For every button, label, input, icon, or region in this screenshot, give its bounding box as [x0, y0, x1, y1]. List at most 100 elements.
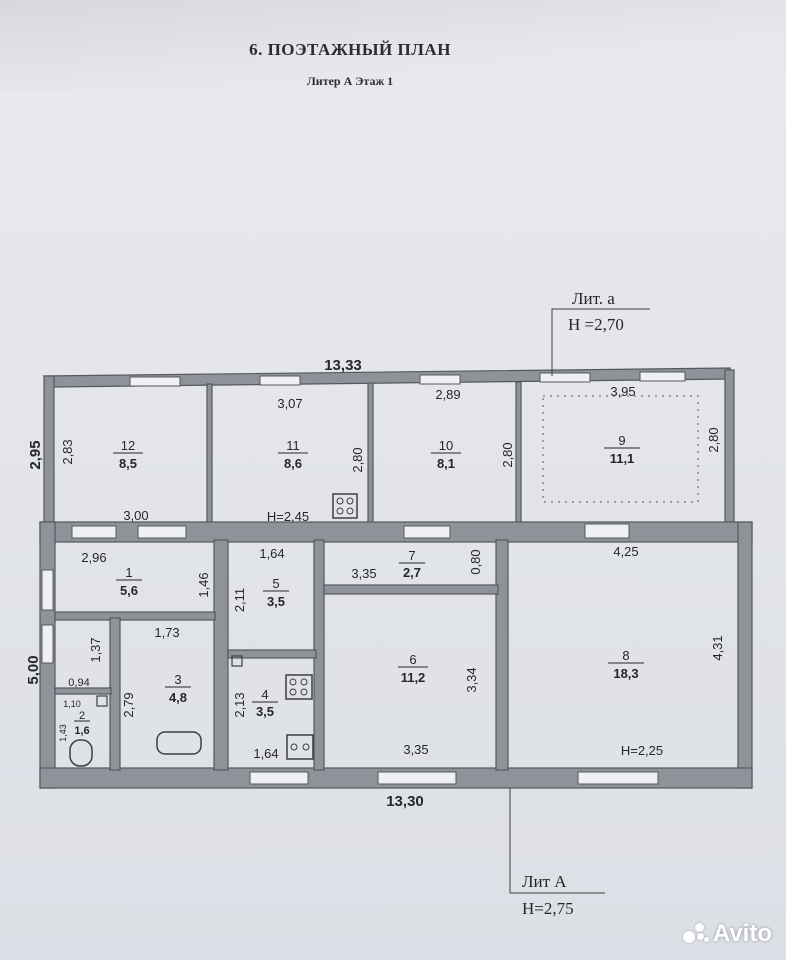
room-area: 2,7	[403, 565, 421, 580]
dimension-label: 3,35	[403, 742, 428, 757]
wall-1-5	[213, 539, 229, 771]
section-title: 6. ПОЭТАЖНЫЙ ПЛАН	[249, 40, 451, 59]
watermark: Avito	[682, 920, 772, 948]
dimension-labels: 13,33 13,30 2,95 5,00 2,83 3,07 2,80 2,8…	[25, 357, 725, 810]
sink-icon	[286, 734, 314, 760]
dimension-label: 1,64	[253, 746, 278, 761]
room-area: 3,5	[267, 594, 285, 609]
main-name: Лит А	[522, 872, 567, 891]
dimension-label: 2,80	[500, 442, 515, 467]
dimension-label: 2,11	[232, 588, 247, 612]
room-number: 12	[121, 438, 135, 453]
wall-1-2	[54, 687, 112, 695]
window-main-5	[249, 771, 309, 785]
room-area: 8,1	[437, 456, 455, 471]
annex-walls	[42, 367, 735, 527]
annex-right-wall	[724, 369, 735, 523]
dashed-area-room-9	[542, 395, 699, 503]
wall-7-8	[495, 539, 509, 771]
room-area: 4,8	[169, 690, 187, 705]
ceiling-height-label: Н=2,25	[621, 743, 663, 758]
page-top-edge	[0, 0, 786, 92]
dimension-label: 2,79	[121, 692, 136, 717]
window-annex-2	[259, 375, 301, 386]
dimension-label: 4,31	[710, 635, 725, 660]
dimension-label: 1,73	[154, 625, 179, 640]
dimension-label: 3,34	[464, 667, 479, 692]
window-main-4	[584, 523, 630, 539]
room-number: 8	[622, 648, 629, 663]
small-fixture-icon	[231, 655, 243, 667]
wall-1-3	[54, 611, 216, 621]
room-number: 6	[409, 652, 416, 667]
room-area: 8,6	[284, 456, 302, 471]
dimension-label: 1,37	[88, 637, 103, 662]
dimension-label: 2,83	[60, 439, 75, 464]
window-annex-3	[419, 374, 461, 385]
room-number: 1	[125, 565, 132, 580]
dimension-label: 0,94	[68, 677, 89, 689]
window-annex-4	[539, 372, 591, 383]
room-number: 9	[618, 433, 625, 448]
stove-icon	[332, 493, 358, 519]
room-area: 3,5	[256, 704, 274, 719]
wall-7-6	[323, 584, 499, 595]
room-area: 1,6	[74, 725, 89, 737]
dimension-label: 3,00	[123, 508, 148, 523]
wall-10-9	[515, 381, 522, 525]
room-area: 11,2	[401, 670, 426, 685]
room-number: 2	[79, 710, 85, 722]
wall-5-4	[227, 649, 317, 659]
main-callout: Лит А Н=2,75	[509, 788, 605, 918]
bathtub-icon	[156, 731, 202, 755]
room-number: 4	[261, 687, 268, 702]
toilet-icon	[69, 739, 93, 767]
window-main-7	[577, 771, 659, 785]
dimension-label: 4,25	[613, 544, 638, 559]
annex-height: Н =2,70	[568, 315, 624, 334]
annex-name: Лит. а	[572, 289, 615, 308]
main-height: Н=2,75	[522, 899, 574, 918]
window-main-3	[403, 525, 451, 539]
dimension-label: 1,64	[259, 546, 284, 561]
annex-left-wall	[43, 375, 55, 527]
window-annex-1	[129, 376, 181, 387]
wall-12-11	[206, 383, 213, 525]
dimension-label: 2,13	[232, 692, 247, 717]
dimension-label: 3,07	[277, 396, 302, 411]
dimension-left-upper: 2,95	[27, 440, 44, 469]
watermark-text: Avito	[712, 920, 772, 947]
room-number: 11	[286, 438, 300, 453]
window-main-2	[137, 525, 187, 539]
room-area: 8,5	[119, 456, 137, 471]
main-walls	[39, 521, 753, 789]
main-right-wall	[737, 521, 753, 789]
room-labels: 12 8,5 11 8,6 10 8,1 9 11,1 1 5,6 5 3,5 …	[74, 433, 644, 737]
dimension-label: 3,35	[351, 566, 376, 581]
avito-logo-icon	[682, 923, 709, 945]
dimension-label: 3,95	[610, 384, 635, 399]
window-main-1	[71, 525, 117, 539]
window-main-left-1	[41, 569, 54, 611]
room-area: 5,6	[120, 583, 138, 598]
dimension-label: 2,96	[81, 550, 106, 565]
room-number: 3	[174, 672, 181, 687]
window-main-6	[377, 771, 457, 785]
dimension-label: 1,43	[58, 724, 68, 742]
room-area: 18,3	[613, 666, 638, 681]
annex-callout: Лит. а Н =2,70	[551, 289, 650, 376]
dimension-label: 2,80	[706, 427, 721, 452]
room-number: 7	[408, 548, 415, 563]
room-number: 5	[272, 576, 279, 591]
room-number: 10	[439, 438, 453, 453]
ceiling-height-label: Н=2,45	[267, 509, 309, 524]
section-subtitle: Литер А Этаж 1	[306, 74, 394, 88]
dimension-label: 2,89	[435, 387, 460, 402]
stove-4-icon	[285, 674, 313, 700]
dimension-label: 0,80	[468, 549, 483, 574]
wall-11-10	[367, 382, 374, 525]
dimension-left-lower: 5,00	[25, 655, 42, 684]
window-annex-5	[639, 371, 686, 382]
